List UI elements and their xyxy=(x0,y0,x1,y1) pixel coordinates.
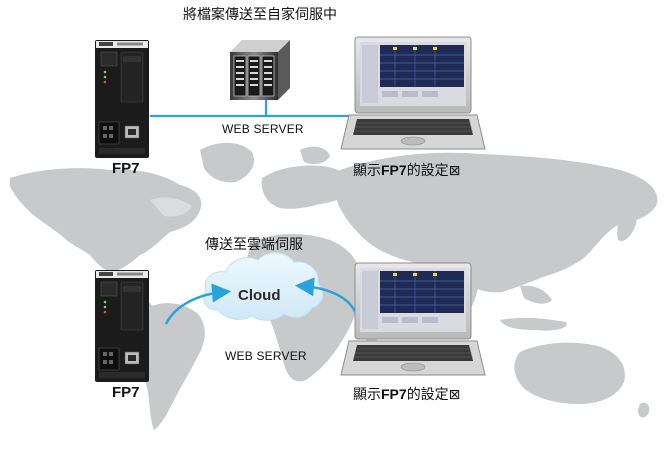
arrow-plc-to-cloud xyxy=(164,283,232,325)
cloud-label: Cloud xyxy=(238,287,281,304)
bottom-pc-label-fp7: FP7 xyxy=(381,386,407,402)
bottom-pc-label: 顯示FP7的設定⊠ xyxy=(353,384,460,404)
top-pc-label-fp7: FP7 xyxy=(381,162,407,178)
top-pc-label: 顯示FP7的設定⊠ xyxy=(353,160,460,180)
bottom-pc-label-post: 的設定⊠ xyxy=(406,386,461,402)
top-pc-label-pre: 顯示 xyxy=(353,162,381,178)
plc-fp7-bottom xyxy=(95,270,149,382)
web-server-rack xyxy=(230,40,290,100)
arrow-laptop-to-cloud xyxy=(294,277,358,315)
bottom-title: 傳送至雲端伺服 xyxy=(205,236,303,252)
top-web-server-label: WEB SERVER xyxy=(222,122,304,136)
laptop-bottom xyxy=(340,262,486,376)
top-pc-label-post: 的設定⊠ xyxy=(406,162,461,178)
bottom-web-server-label: WEB SERVER xyxy=(225,349,307,363)
bottom-pc-label-pre: 顯示 xyxy=(353,386,381,402)
top-plc-label: FP7 xyxy=(112,160,140,177)
network-connection-line xyxy=(150,98,358,118)
bottom-plc-label: FP7 xyxy=(112,384,140,401)
cloud-icon xyxy=(203,252,324,321)
laptop-top xyxy=(340,36,486,150)
plc-fp7-top xyxy=(95,40,149,158)
top-title: 將檔案傳送至自家伺服中 xyxy=(183,6,337,22)
